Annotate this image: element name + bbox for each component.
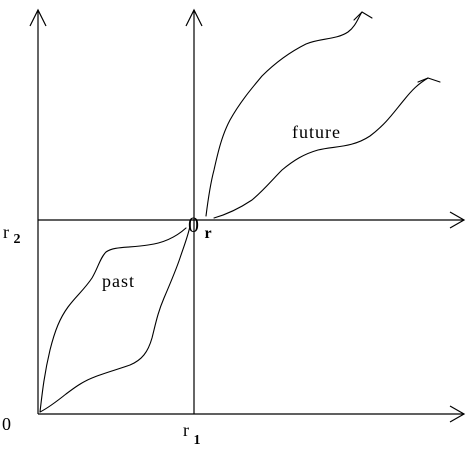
outer-axes xyxy=(29,8,466,423)
past-upper-curve xyxy=(39,227,187,413)
future-upper-curve xyxy=(205,11,363,217)
r2-subscript: 2 xyxy=(14,232,21,247)
future-upper-arrowhead xyxy=(353,11,373,21)
future-region xyxy=(205,11,441,219)
future-lower-curve xyxy=(213,77,429,219)
origin-label: 0 xyxy=(2,414,11,434)
r2-label: r 2 xyxy=(3,222,21,247)
or-subscript: r xyxy=(205,225,212,242)
or-label: 0 r xyxy=(188,212,212,242)
past-label: past xyxy=(102,271,135,291)
r2-base: r xyxy=(3,222,9,242)
inner-x-arrowhead xyxy=(449,211,466,229)
inner-y-arrowhead xyxy=(185,8,203,27)
or-base: 0 xyxy=(188,212,199,237)
inner-axes xyxy=(38,8,466,414)
outer-x-arrowhead xyxy=(449,405,466,423)
future-lower-arrowhead xyxy=(417,77,441,83)
r1-base: r xyxy=(183,420,189,440)
future-label: future xyxy=(292,122,341,142)
r1-label: r 1 xyxy=(183,420,201,448)
past-region xyxy=(39,225,191,413)
outer-y-arrowhead xyxy=(29,8,47,27)
past-lower-curve xyxy=(39,225,191,413)
r1-subscript: 1 xyxy=(194,433,201,448)
